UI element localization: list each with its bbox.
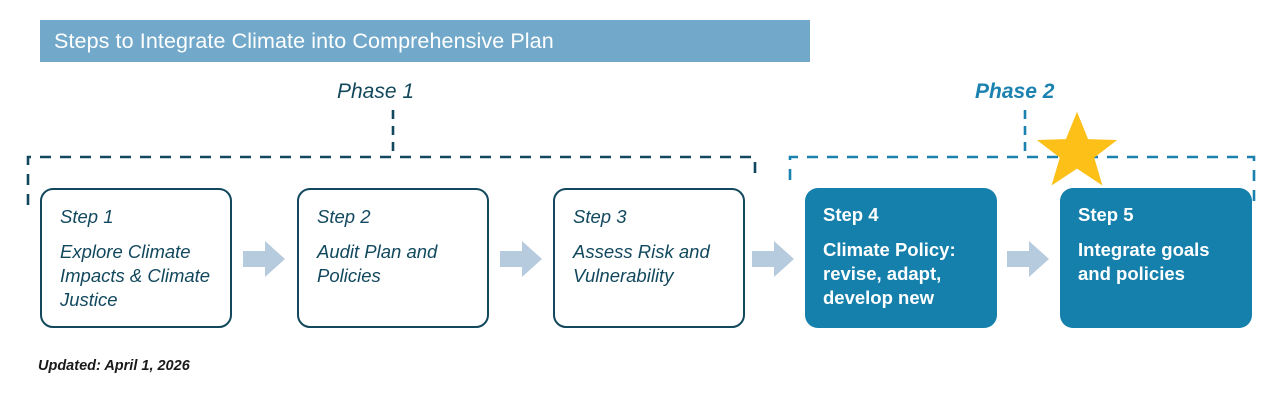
- step-box-3[interactable]: Step 3 Assess Risk and Vulnerability: [553, 188, 745, 328]
- step-3-description: Assess Risk and Vulnerability: [573, 241, 710, 286]
- step-1-description: Explore Climate Impacts & Climate Justic…: [60, 241, 211, 310]
- phase-1-label: Phase 1: [337, 80, 415, 103]
- step-box-1[interactable]: Step 1 Explore Climate Impacts & Climate…: [40, 188, 232, 328]
- step-box-2[interactable]: Step 2 Audit Plan and Policies: [297, 188, 489, 328]
- step-3-number: Step 3: [573, 206, 627, 227]
- step-4-description: Climate Policy: revise, adapt, develop n…: [823, 239, 956, 308]
- step-box-5[interactable]: Step 5 Integrate goals and policies: [1060, 188, 1252, 328]
- step-1-number: Step 1: [60, 206, 114, 227]
- arrow-right-icon: [1007, 241, 1049, 277]
- arrow-right-icon: [500, 241, 542, 277]
- title-banner: Steps to Integrate Climate into Comprehe…: [40, 20, 810, 62]
- step-2-number: Step 2: [317, 206, 371, 227]
- phase-2-label: Phase 2: [975, 80, 1055, 103]
- star-icon: [1036, 111, 1118, 186]
- updated-note: Updated: April 1, 2026: [38, 358, 190, 374]
- step-5-number: Step 5: [1078, 204, 1134, 225]
- step-5-description: Integrate goals and policies: [1078, 239, 1210, 284]
- arrow-right-icon: [752, 241, 794, 277]
- step-2-description: Audit Plan and Policies: [317, 241, 438, 286]
- step-4-number: Step 4: [823, 204, 879, 225]
- step-box-4[interactable]: Step 4 Climate Policy: revise, adapt, de…: [805, 188, 997, 328]
- arrow-right-icon: [243, 241, 285, 277]
- page-title: Steps to Integrate Climate into Comprehe…: [54, 28, 554, 53]
